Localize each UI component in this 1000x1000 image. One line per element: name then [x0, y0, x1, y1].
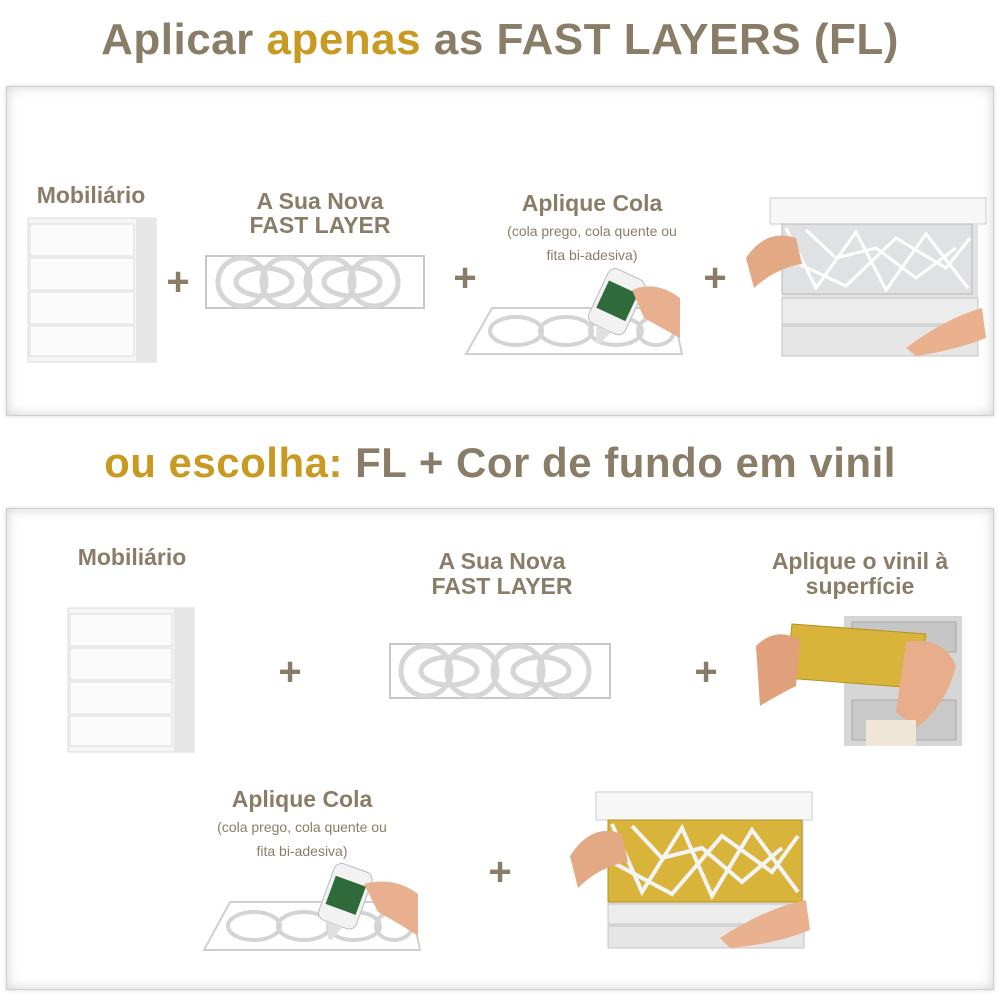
plus-sign: + — [166, 260, 190, 304]
furniture-label: Mobiliário — [36, 182, 146, 208]
dresser-image — [27, 217, 157, 363]
page-title: Aplicar apenas as FAST LAYERS (FL) — [0, 18, 1000, 62]
fast-layer-panel-image — [205, 255, 425, 309]
glue-sub-line2: fita bi-adesiva) — [256, 843, 348, 859]
glue-label: Aplique Cola — [521, 190, 663, 216]
fast-layer-panel-image — [389, 643, 611, 699]
fast-layer-label-line1: A Sua Nova — [256, 188, 384, 214]
furniture-label: Mobiliário — [77, 544, 187, 570]
plus-sign: + — [703, 256, 727, 300]
title-highlight: apenas — [266, 15, 422, 64]
vinyl-label-line1: Aplique o vinil à — [771, 548, 949, 574]
fast-layer-label-line1: A Sua Nova — [438, 548, 566, 574]
fast-layer-label-line2: FAST LAYER — [249, 212, 391, 238]
vinyl-application-image — [756, 616, 962, 746]
title-part2: as FAST LAYERS (FL) — [421, 15, 899, 64]
fast-layer-label-line2: FAST LAYER — [431, 573, 573, 599]
dresser-image — [67, 607, 195, 753]
plus-sign: + — [488, 850, 512, 894]
glue-label: Aplique Cola — [231, 786, 373, 812]
subtitle-highlight: ou escolha: — [104, 439, 343, 486]
plus-sign: + — [278, 650, 302, 694]
vinyl-label-line2: superfície — [805, 573, 915, 599]
finished-dresser-vinyl-image — [570, 791, 813, 949]
glue-application-image — [464, 268, 684, 355]
plus-sign: + — [694, 650, 718, 694]
title-part1: Aplicar — [101, 15, 267, 64]
glue-application-image — [202, 862, 422, 951]
glue-sub-line2: fita bi-adesiva) — [546, 247, 638, 263]
section-subtitle: ou escolha: FL + Cor de fundo em vinil — [0, 442, 1000, 484]
finished-dresser-image — [746, 197, 987, 357]
plus-sign: + — [453, 256, 477, 300]
glue-sub-line1: (cola prego, cola quente ou — [217, 819, 387, 835]
glue-sub-line1: (cola prego, cola quente ou — [507, 223, 677, 239]
subtitle-rest: FL + Cor de fundo em vinil — [342, 439, 896, 486]
